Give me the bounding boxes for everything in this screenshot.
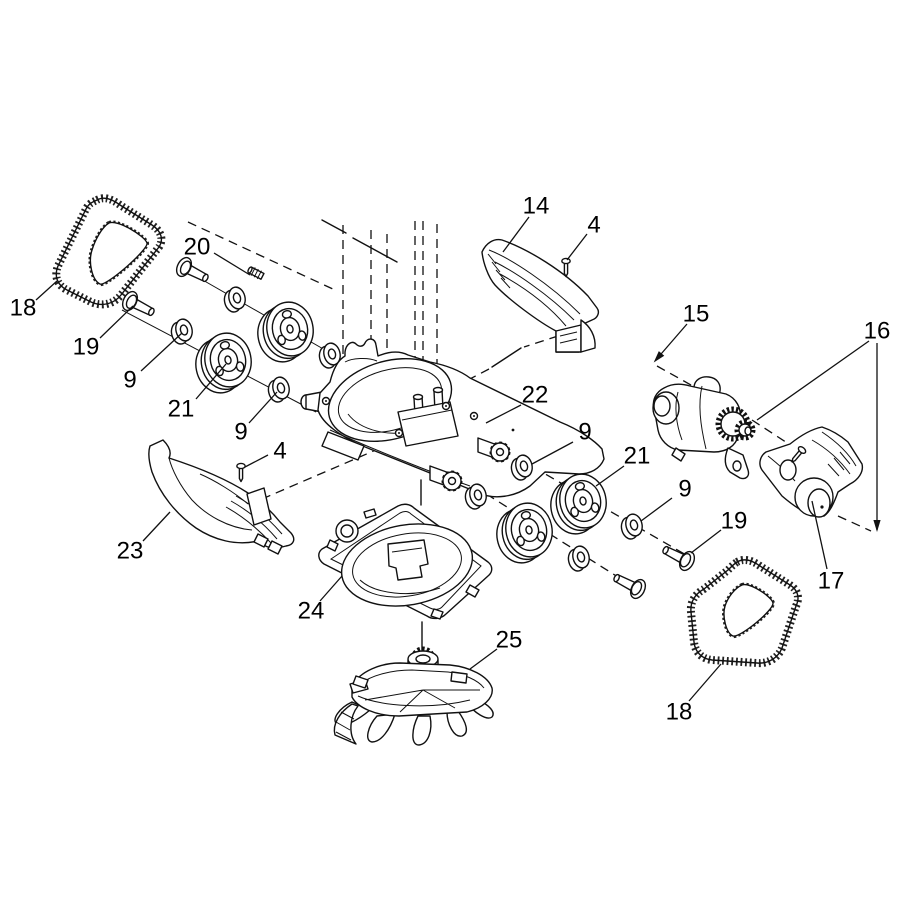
callout-16-18: 16 xyxy=(756,318,891,532)
leader-arrowhead xyxy=(873,520,881,532)
callout-15-17: 15 xyxy=(653,301,710,363)
part-number-label: 23 xyxy=(117,538,144,565)
leader-line xyxy=(640,497,673,522)
part-bottom-plate-24 xyxy=(318,503,493,620)
callout-19-16: 19 xyxy=(690,508,748,554)
leader-line xyxy=(485,404,522,424)
callout-9-15: 9 xyxy=(640,476,692,522)
part-screw-19-right2 xyxy=(609,567,650,602)
callout-25-9: 25 xyxy=(469,627,523,670)
callout-21-3: 21 xyxy=(168,363,227,423)
part-number-label: 19 xyxy=(73,334,100,361)
leader-line xyxy=(35,280,58,301)
part-track-left xyxy=(52,194,166,309)
leader-arrowhead xyxy=(653,351,665,363)
part-screw-19-left xyxy=(118,288,159,323)
part-screw-4-left xyxy=(236,462,246,483)
callout-21-14: 21 xyxy=(595,443,651,487)
leader-line xyxy=(213,252,251,276)
part-washer-9 xyxy=(565,543,593,574)
leader-line xyxy=(811,500,828,570)
leader-line xyxy=(469,648,498,670)
callout-18-20: 18 xyxy=(666,663,722,726)
part-washer-9 xyxy=(221,284,249,315)
part-pulley-21 xyxy=(490,498,559,568)
part-number-label: 21 xyxy=(168,396,195,423)
part-number-label: 21 xyxy=(624,443,651,470)
part-flap-14 xyxy=(481,238,600,353)
part-track-right xyxy=(686,555,802,668)
part-pulley-21 xyxy=(189,328,258,398)
part-cover-23 xyxy=(148,439,295,555)
leader-line xyxy=(142,511,171,542)
leader-line xyxy=(140,332,183,372)
part-number-label: 16 xyxy=(864,318,891,345)
leader-line xyxy=(566,233,588,261)
part-number-label: 19 xyxy=(721,508,748,535)
part-motor-15 xyxy=(652,376,756,480)
leader-line xyxy=(531,441,574,465)
part-number-label: 20 xyxy=(184,234,211,261)
part-number-label: 4 xyxy=(587,212,600,239)
part-number-label: 9 xyxy=(678,476,691,503)
callout-9-2: 9 xyxy=(123,332,183,394)
callout-9-5: 9 xyxy=(234,391,278,446)
part-stud-20 xyxy=(245,264,266,282)
part-screw-19-right xyxy=(658,539,699,574)
part-number-label: 9 xyxy=(578,419,591,446)
part-number-label: 9 xyxy=(123,367,136,394)
callout-24-8: 24 xyxy=(298,575,343,625)
callout-4-11: 4 xyxy=(566,212,601,261)
leader-line xyxy=(690,529,722,554)
part-impeller-25 xyxy=(333,646,494,746)
part-side-plate-17 xyxy=(759,426,864,518)
part-number-label: 22 xyxy=(522,382,549,409)
leader-line xyxy=(595,465,625,487)
part-number-label: 18 xyxy=(10,295,37,322)
leader-line xyxy=(502,216,530,253)
callout-18-0: 18 xyxy=(10,280,58,322)
leader-line xyxy=(195,363,227,400)
callout-17-19: 17 xyxy=(811,500,845,595)
callout-9-13: 9 xyxy=(531,419,592,465)
callout-20-4: 20 xyxy=(184,234,251,276)
part-number-label: 14 xyxy=(523,193,550,220)
part-number-label: 9 xyxy=(234,419,247,446)
leader-line xyxy=(248,391,278,424)
leader-line xyxy=(756,340,870,421)
callout-23-7: 23 xyxy=(117,511,171,565)
callout-22-12: 22 xyxy=(485,382,549,424)
part-body-22 xyxy=(300,338,605,498)
leader-line xyxy=(99,305,134,339)
part-number-label: 25 xyxy=(496,627,523,654)
part-washer-9 xyxy=(618,511,646,542)
part-number-label: 24 xyxy=(298,598,325,625)
part-pulley-21 xyxy=(251,297,320,367)
part-number-label: 18 xyxy=(666,699,693,726)
part-number-label: 17 xyxy=(818,568,845,595)
part-pulley-21 xyxy=(544,469,613,539)
leader-line xyxy=(244,454,269,468)
leader-line xyxy=(319,575,343,602)
part-number-label: 4 xyxy=(273,438,286,465)
callout-14-10: 14 xyxy=(502,193,550,253)
callout-4-6: 4 xyxy=(244,438,287,468)
leader-line xyxy=(688,663,722,702)
part-number-label: 15 xyxy=(683,301,710,328)
callout-19-1: 19 xyxy=(73,305,134,361)
